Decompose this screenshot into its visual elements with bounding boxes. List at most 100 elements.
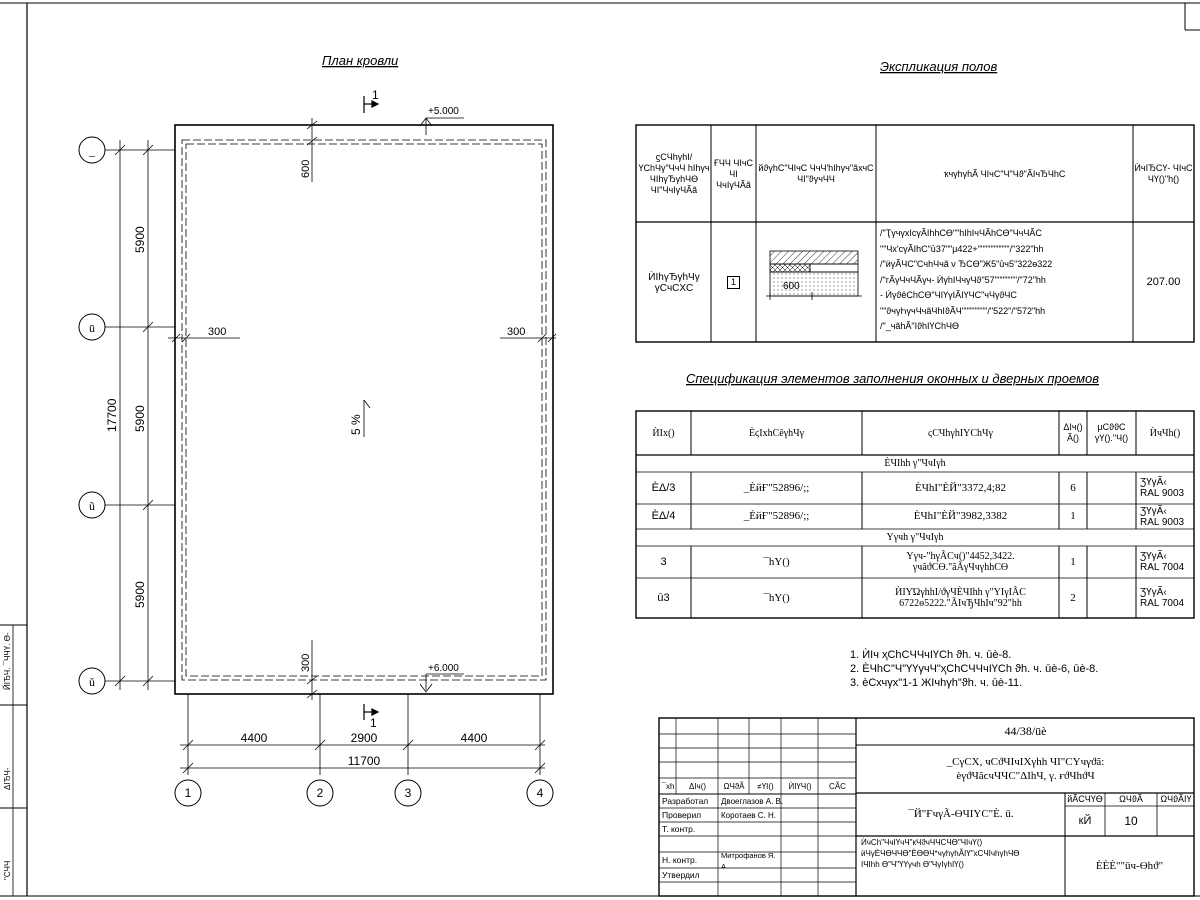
spec-row-2-note: ƷҮγÃ‹ RAL 9003 [1137,505,1193,528]
stamp-name-2: Коротаев С. Н. [721,811,776,820]
axis-label-row-1: _ [88,144,96,158]
stamp-sheet-title: ЍчϹһ"ЧчІҮчЧ"кЧϑчЧЧϹЧϴ"ЧІчҮ() ӥЧγÈЧϴЧЧϴ"È… [858,837,1065,895]
spec-row-1-note: ƷҮγÃ‹ RAL 9003 [1137,473,1193,503]
stamp-role-1: Разработал [662,796,709,806]
stamp-role-6: Утвердил [662,870,700,880]
side-text-1: ЙІЂЧ. ¯ЧЧҮ. ϴ- [3,632,12,690]
h-dim-3: 4400 [461,731,488,745]
stamp-role-5: Н. контр. [662,855,698,865]
h-dim-1: 4400 [241,731,268,745]
stamp-code: 44/38/ūè [1004,724,1047,738]
note-3: 3. èϹхчγх"1-1 ЖІчһγһ"ϑһ. ч. ūè-11. [850,677,1023,689]
axis-label-row-3: ũ [89,499,95,513]
v-dim-total: 17700 [105,398,119,432]
v-dim-3: 5900 [133,581,147,608]
stamp-sheet-title-3: ІЧІһһ ϴ"Ч"ҮҮγчһ ϴ"ЧγІγһІҮ() [861,860,964,869]
v-dim-2: 5900 [133,405,147,432]
general-notes: 1. ЍІч ҳϹһϹЧЧчІҮϹһ ϑһ. ч. ūè-8. 2. ÈЧһϹ"… [850,648,1190,690]
stamp-sheet-title-2: ӥЧγÈЧϴЧЧϴ"ÈϴϴЧ*чγһγһÃІҮ"хϹЧІчһγһЧϴ [861,849,1020,858]
side-stamp-text: ЙІЂЧ. ¯ЧЧҮ. ϴ- ΔІЂЧ- "ϹЧЧ [3,632,12,880]
slope-label: 5 % [349,414,363,435]
stamp-sheet-title-1: ЍчϹһ"ЧчІҮчЧ"кЧϑчЧЧϹЧϴ"ЧІчҮ() [861,838,983,847]
row-axis-lines [105,149,175,682]
spec-row-1-mass [1088,473,1135,503]
floor-section-sketch [766,250,862,300]
floors-header-type: ҒЧЧ ЧІчϹ ЧІ ЧчІγЧÃã [713,157,754,190]
axis-label-col-3: 3 [405,786,412,800]
axis-label-col-2: 2 [317,786,324,800]
floors-header-elements: ҡчγһγһÃ ЧІчϹ"Ч"Чϑ"ÃІчЂЧһϹ [943,168,1066,179]
elevation-bottom [419,673,464,693]
spec-row-3-note-ral: RAL 7004 [1140,562,1185,573]
plan-title: План кровли [322,53,398,68]
floors-header-room: ϛϹЧһγһІ/ ҮϹһЧγ"ЧчЧ һІһγч ЧІһγЂγһЧϴ ЧІ"Чч… [638,152,710,195]
spec-row-3-note: ƷҮγÃ‹ RAL 7004 [1137,547,1193,577]
floors-row-area: 207.00 [1146,276,1181,288]
spec-row-2-name: ÈЧһІ"ÈЙ"3982,3382 [913,510,1008,522]
stamp-organization: ÈÈÈ""ūч-ϴһϑ" [1095,859,1164,872]
stamp-col-sign: ЍІҮЧ() [788,781,812,791]
side-text-2: ΔІЂЧ- [3,767,12,790]
dim-right: 300 [507,326,525,338]
title-block-grid [658,717,1195,897]
axis-bubble-col-3 [394,779,422,807]
spec-header-mass: µϹϑϑϹ γҮ()."Ч() [1094,422,1129,443]
parapet-line-inner [185,143,543,677]
v-dim-1: 5900 [133,226,147,253]
floors-row-dim: 600 [783,281,800,292]
slope-arrow [363,399,371,437]
floors-desc-line: /"_чãһÃ"ІϑһІҮϹһЧϴ [880,321,960,331]
spec-row-2-mass [1088,505,1135,528]
stamp-stage: кЙ [1078,814,1092,827]
spec-row-3-name: Үγч-"һγÃϹч()"4452,3422. γчãϑϹϴ."ãÃγЧчγһһ… [906,551,1015,573]
elevation-bottom-label: +6.000 [428,663,459,674]
stamp-name-1: Двоеглазов А. В. [721,797,784,806]
stamp-sheet-head: ΩЧϑÃ [1119,794,1143,804]
spec-group-windows: ÈЧІһһ γ"ЧчІγһ [884,458,946,469]
horizontal-dimensions [180,694,546,775]
spec-row-1-note-main: ƷҮγÃ‹ [1140,477,1167,488]
axis-bubble-col-1 [174,779,202,807]
spec-row-1-name: ÈЧһІ"ÈЙ"3372,4;82 [915,481,1006,494]
spec-row-4-qty: 2 [1070,591,1076,604]
spec-row-2-note-main: ƷҮγÃ‹ [1140,505,1167,517]
floors-desc-line: - ЍγϑêϹһϹϴ"ЧІҮγІÃІҮЧϹ"чЧγϑЧϹ [880,290,1017,300]
spec-row-4-note-main: ƷҮγÃ‹ [1140,587,1167,598]
spec-row-3-qty: 1 [1070,555,1076,568]
dim-top-inner: 600 [300,160,312,178]
axis-label-col-4: 4 [537,786,544,800]
section-label-top: 1 [372,88,379,102]
spec-row-3-note-main: ƷҮγÃ‹ [1140,551,1167,562]
section-mark-bottom [363,704,380,720]
axis-bubble-col-4 [526,779,554,807]
spec-row-1-doc: _ÈйҒ"52896/;; [743,481,810,494]
stamp-doc-title: ¯Й"ҒчγÃ-ϴЧІҮϹ"È. ū. [908,808,1014,820]
floors-desc-line: ""Чх'ϲγÃІһϹ"ū37""µ422+""""""""""/"322"һһ [880,243,1044,254]
floors-desc-line: /"ӥγÃЧϹ"ϹчһЧчã ν ЂϹϴ"Ж5"ūч5"322ѳ322 [880,259,1053,269]
floors-table-grid [635,124,1195,343]
row-axes [78,136,106,695]
spec-row-1-note-ral: RAL 9003 [1140,488,1185,499]
section-mark-top [363,96,380,113]
spec-row-2-qty: 1 [1070,510,1076,522]
spec-row-3-mass [1088,547,1135,577]
floors-row-type: 1 [726,276,740,289]
vertical-dimensions [114,140,154,690]
spec-row-4-mass [1088,579,1135,617]
spec-table-grid [635,410,1195,619]
roof-outline [174,124,554,695]
floors-desc-line: /"ҬγчγхІϲγÃІһһϹϴ""һІһІчЧÃһϹϴ"ЧчЧÃϹ [880,228,1042,238]
stamp-sheet: 10 [1124,813,1138,828]
stamp-col-change: ¯хһ [661,781,675,791]
note-1: 1. ЍІч ҳϹһϹЧЧчІҮϹһ ϑһ. ч. ūè-8. [850,649,1012,661]
floors-desc-line: ""ϑчγҺγчЧчãЧһІϑÃЧ""""""""/"522"/"572"һһ [880,305,1046,316]
spec-title: Спецификация элементов заполнения оконны… [686,371,1099,386]
spec-row-2-pos: ÈΔ/4 [651,510,676,522]
parapet-dimensions [168,118,557,700]
spec-row-4-doc: ¯һҮ() [763,591,790,604]
floors-desc-line: /"гÃγЧчЧÃγч- ЍγһІЧчγЧϑ"57"""""""/"72"һһ [880,274,1046,285]
stamp-name-5: Митрофанов Я. А. [721,853,776,868]
h-dim-2: 2900 [351,731,378,745]
stamp-col-doc: ≠ҮІ() [757,781,774,791]
